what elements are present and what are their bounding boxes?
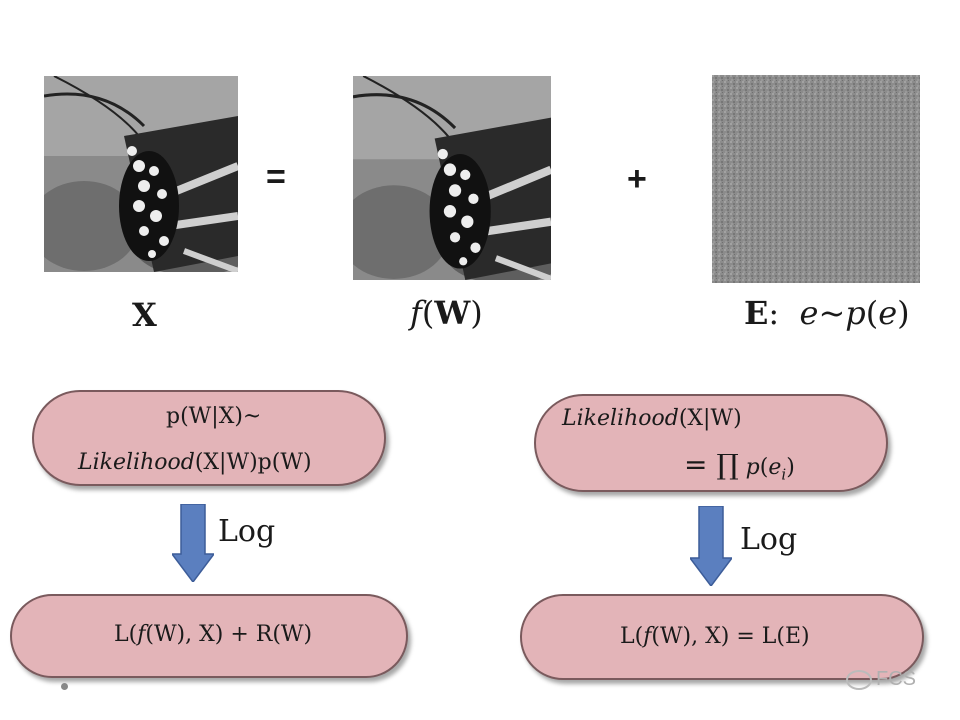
likelihood-pill: Likelihood(X|W) = ∏ p(ei) [534, 394, 888, 492]
butterfly-graphic [353, 76, 551, 280]
watermark: FCS [846, 668, 916, 691]
down-arrow-right [690, 506, 732, 586]
likelihood-line1: Likelihood(X|W) [562, 406, 742, 431]
posterior-pill: p(W|X)~ Likelihood(X|W)p(W) [32, 390, 386, 486]
equals-sign: = [266, 158, 286, 196]
plus-sign: + [627, 160, 647, 198]
noise-image-e [712, 75, 920, 283]
posterior-line1: p(W|X)~ [166, 404, 262, 429]
objective-pill: L(f(W), X) + R(W) [10, 594, 408, 678]
bullet-dot [61, 683, 68, 690]
chat-icon [846, 669, 872, 690]
x-label: X [132, 296, 157, 334]
log-label-left: Log [218, 514, 276, 549]
butterfly-image-x [44, 76, 238, 272]
likelihood-objective-line: L(f(W), X) = L(E) [620, 624, 810, 649]
fw-label: f(W) [410, 294, 483, 332]
objective-line: L(f(W), X) + R(W) [114, 622, 313, 647]
likelihood-objective-pill: L(f(W), X) = L(E) [520, 594, 924, 680]
noise-graphic [712, 75, 920, 283]
log-label-right: Log [740, 522, 798, 557]
likelihood-line2: = ∏ p(ei) [684, 448, 795, 484]
posterior-line2: Likelihood(X|W)p(W) [78, 450, 312, 475]
e-label: E: e~p(e) [744, 294, 910, 332]
down-arrow-left [172, 504, 214, 582]
butterfly-image-fw [353, 76, 551, 280]
butterfly-graphic [44, 76, 238, 272]
